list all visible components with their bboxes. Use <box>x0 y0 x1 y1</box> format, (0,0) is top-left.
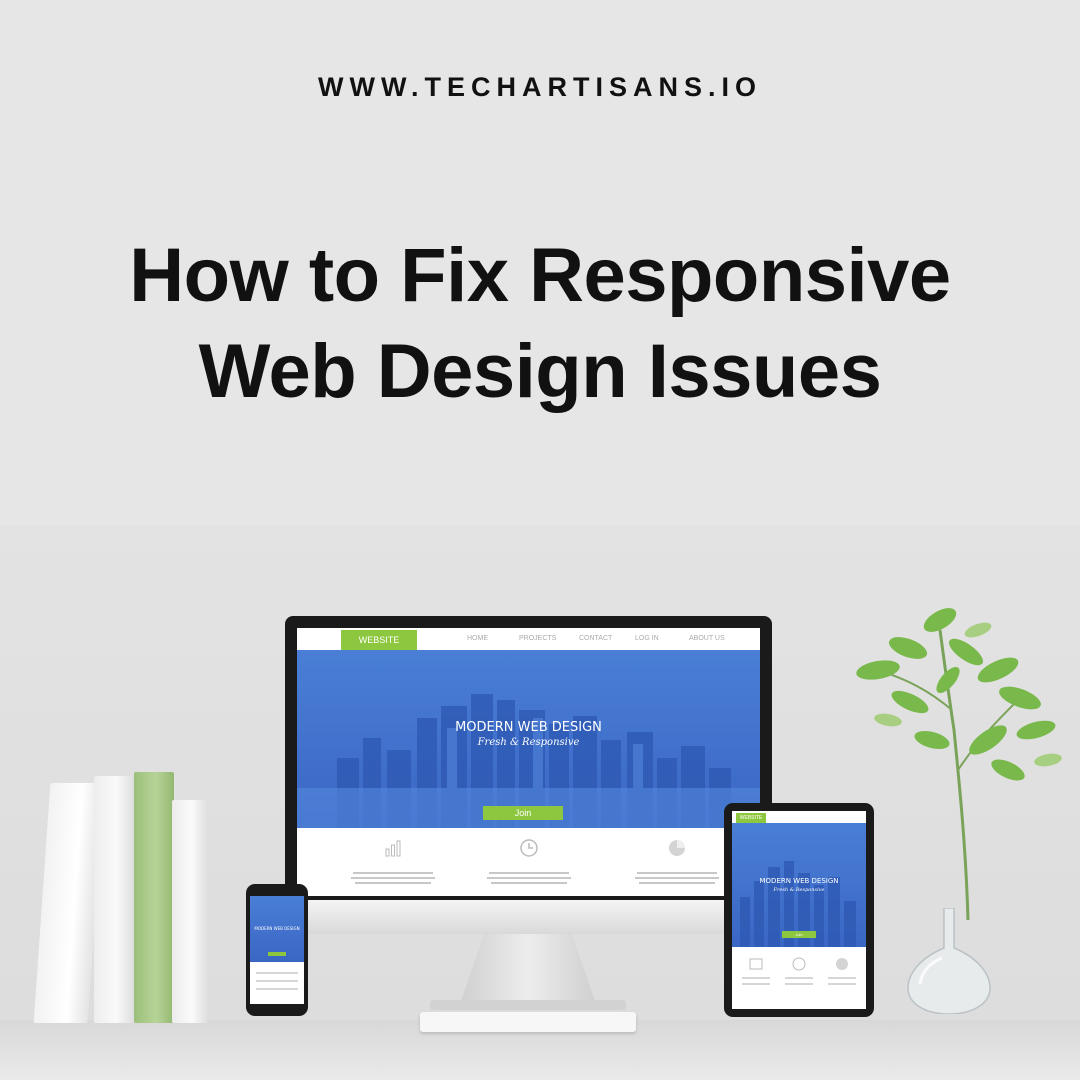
tablet-hero: MODERN WEB DESIGN Fresh & Responsive Joi… <box>732 823 866 947</box>
phone-hero-title: MODERN WEB DESIGN <box>254 926 300 931</box>
site-logo[interactable]: WEBSITE <box>341 630 417 650</box>
page-title: How to Fix Responsive Web Design Issues <box>0 228 1080 420</box>
glass-vase <box>907 908 991 1014</box>
book-white-2 <box>94 776 134 1023</box>
tablet-hero-title: MODERN WEB DESIGN <box>759 877 839 885</box>
nav-home[interactable]: HOME <box>467 635 488 642</box>
feature-pie <box>627 838 727 887</box>
feature-chart <box>343 838 443 887</box>
nav-projects[interactable]: PROJECTS <box>519 635 557 642</box>
hero-title: MODERN WEB DESIGN <box>455 720 602 735</box>
phone-hero: MODERN WEB DESIGN <box>250 896 304 962</box>
keyboard <box>420 1012 636 1032</box>
nav-login[interactable]: LOG IN <box>635 635 659 642</box>
clock-icon <box>520 839 538 857</box>
monitor-chin <box>285 900 772 934</box>
nav-contact[interactable]: CONTACT <box>579 635 613 642</box>
title-line-1: How to Fix Responsive <box>129 233 951 318</box>
monitor-screen: WEBSITE HOME PROJECTS CONTACT LOG IN ABO… <box>297 628 760 896</box>
tablet-hero-subtitle: Fresh & Responsive <box>773 887 825 893</box>
tablet-city <box>740 861 856 947</box>
pie-chart-icon <box>669 840 685 856</box>
tablet: WEBSITE MODERN WEB DESIGN Fresh & <box>724 803 874 1017</box>
feature-clock <box>479 838 579 887</box>
plant <box>856 608 1062 920</box>
monitor-stand <box>460 934 596 1004</box>
book-white-3 <box>172 800 208 1023</box>
tablet-screen: WEBSITE MODERN WEB DESIGN Fresh & <box>732 811 866 1009</box>
tablet-join-button[interactable]: Join <box>782 931 816 938</box>
smartphone: MODERN WEB DESIGN <box>246 884 308 1016</box>
monitor-base <box>430 1000 626 1010</box>
tablet-features <box>742 957 856 985</box>
phone-join-button[interactable] <box>268 952 286 956</box>
join-button[interactable]: Join <box>483 806 563 820</box>
title-line-2: Web Design Issues <box>198 329 882 414</box>
site-hero: MODERN WEB DESIGN Fresh & Responsive Joi… <box>297 650 760 828</box>
hero-subtitle: Fresh & Responsive <box>477 737 580 748</box>
bar-chart-icon <box>385 840 401 857</box>
tablet-logo[interactable]: WEBSITE <box>736 813 766 823</box>
desktop-monitor: WEBSITE HOME PROJECTS CONTACT LOG IN ABO… <box>285 616 772 908</box>
book-green <box>134 772 174 1023</box>
phone-screen: MODERN WEB DESIGN <box>250 896 304 1004</box>
site-url: WWW.TECHARTISANS.IO <box>318 72 762 102</box>
nav-about[interactable]: ABOUT US <box>689 635 725 642</box>
site-nav: WEBSITE HOME PROJECTS CONTACT LOG IN ABO… <box>297 628 760 650</box>
